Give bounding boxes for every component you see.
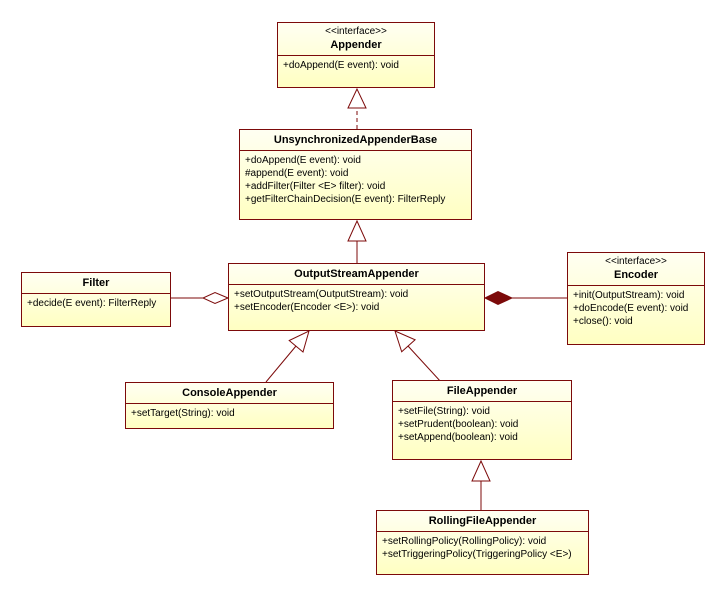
- class-name: Encoder: [613, 269, 658, 281]
- class-output-stream-appender-header: OutputStreamAppender: [229, 264, 484, 284]
- class-rolling-file-appender-methods: +setRollingPolicy(RollingPolicy): void +…: [377, 531, 588, 574]
- class-file-appender[interactable]: FileAppender +setFile(String): void +set…: [392, 380, 572, 460]
- class-filter-methods: +decide(E event): FilterReply: [22, 293, 170, 326]
- class-output-stream-appender-methods: +setOutputStream(OutputStream): void +se…: [229, 284, 484, 330]
- class-name: OutputStreamAppender: [294, 268, 419, 280]
- generalization-line: [407, 345, 442, 383]
- edge-generalization-file[interactable]: [394, 330, 442, 383]
- class-file-appender-header: FileAppender: [393, 381, 571, 401]
- class-name: Filter: [82, 277, 110, 289]
- method: +doEncode(E event): void: [573, 303, 689, 314]
- class-encoder[interactable]: <<interface>> Encoder +init(OutputStream…: [567, 252, 705, 345]
- class-name: Appender: [330, 39, 382, 51]
- method: +init(OutputStream): void: [573, 290, 685, 301]
- edge-realization-appender[interactable]: [347, 87, 367, 129]
- class-name: RollingFileAppender: [428, 515, 537, 527]
- method: +setTarget(String): void: [131, 408, 235, 419]
- class-file-appender-methods: +setFile(String): void +setPrudent(boole…: [393, 401, 571, 459]
- edge-composition-encoder[interactable]: [483, 290, 567, 306]
- edge-aggregation-filter[interactable]: [171, 291, 230, 305]
- class-output-stream-appender[interactable]: OutputStreamAppender +setOutputStream(Ou…: [228, 263, 485, 331]
- stereotype-label: <<interface>>: [605, 256, 667, 267]
- class-console-appender-methods: +setTarget(String): void: [126, 403, 333, 428]
- method: +getFilterChainDecision(E event): Filter…: [245, 194, 446, 205]
- method: +doAppend(E event): void: [283, 60, 399, 71]
- hollow-triangle-icon: [394, 330, 417, 353]
- hollow-triangle-icon: [347, 219, 367, 242]
- method: +setTriggeringPolicy(TriggeringPolicy <E…: [382, 549, 572, 560]
- class-name: FileAppender: [446, 385, 518, 397]
- method: +decide(E event): FilterReply: [27, 298, 157, 309]
- generalization-line: [265, 345, 297, 383]
- method: +setAppend(boolean): void: [398, 432, 518, 443]
- method: +setRollingPolicy(RollingPolicy): void: [382, 536, 547, 547]
- class-appender-methods: +doAppend(E event): void: [278, 55, 434, 87]
- class-appender-header: <<interface>> Appender: [278, 23, 434, 55]
- edge-generalization-console[interactable]: [265, 330, 310, 383]
- method: +setFile(String): void: [398, 406, 490, 417]
- class-unsynchronized-appender-base-header: UnsynchronizedAppenderBase: [240, 130, 471, 150]
- hollow-triangle-icon: [288, 330, 310, 353]
- class-appender[interactable]: <<interface>> Appender +doAppend(E event…: [277, 22, 435, 88]
- class-rolling-file-appender[interactable]: RollingFileAppender +setRollingPolicy(Ro…: [376, 510, 589, 575]
- hollow-triangle-icon: [471, 459, 491, 482]
- class-name: ConsoleAppender: [182, 387, 277, 399]
- method: +setOutputStream(OutputStream): void: [234, 289, 409, 300]
- class-name: UnsynchronizedAppenderBase: [273, 134, 438, 146]
- edge-generalization-rolling[interactable]: [471, 459, 491, 510]
- open-diamond-icon: [201, 291, 230, 305]
- edge-generalization-unsynchronized[interactable]: [347, 219, 367, 263]
- method: #append(E event): void: [245, 168, 349, 179]
- class-rolling-file-appender-header: RollingFileAppender: [377, 511, 588, 531]
- method: +doAppend(E event): void: [245, 155, 361, 166]
- class-console-appender-header: ConsoleAppender: [126, 383, 333, 403]
- class-unsynchronized-appender-base[interactable]: UnsynchronizedAppenderBase +doAppend(E e…: [239, 129, 472, 220]
- class-encoder-methods: +init(OutputStream): void +doEncode(E ev…: [568, 285, 704, 344]
- class-console-appender[interactable]: ConsoleAppender +setTarget(String): void: [125, 382, 334, 429]
- method: +setPrudent(boolean): void: [398, 419, 519, 430]
- stereotype-label: <<interface>>: [325, 26, 387, 37]
- class-filter[interactable]: Filter +decide(E event): FilterReply: [21, 272, 171, 327]
- class-filter-header: Filter: [22, 273, 170, 293]
- method: +setEncoder(Encoder <E>): void: [234, 302, 380, 313]
- hollow-triangle-icon: [347, 87, 367, 109]
- method: +close(): void: [573, 316, 633, 327]
- class-encoder-header: <<interface>> Encoder: [568, 253, 704, 285]
- filled-diamond-icon: [483, 290, 514, 306]
- method: +addFilter(Filter <E> filter): void: [245, 181, 386, 192]
- class-unsynchronized-appender-base-methods: +doAppend(E event): void #append(E event…: [240, 150, 471, 219]
